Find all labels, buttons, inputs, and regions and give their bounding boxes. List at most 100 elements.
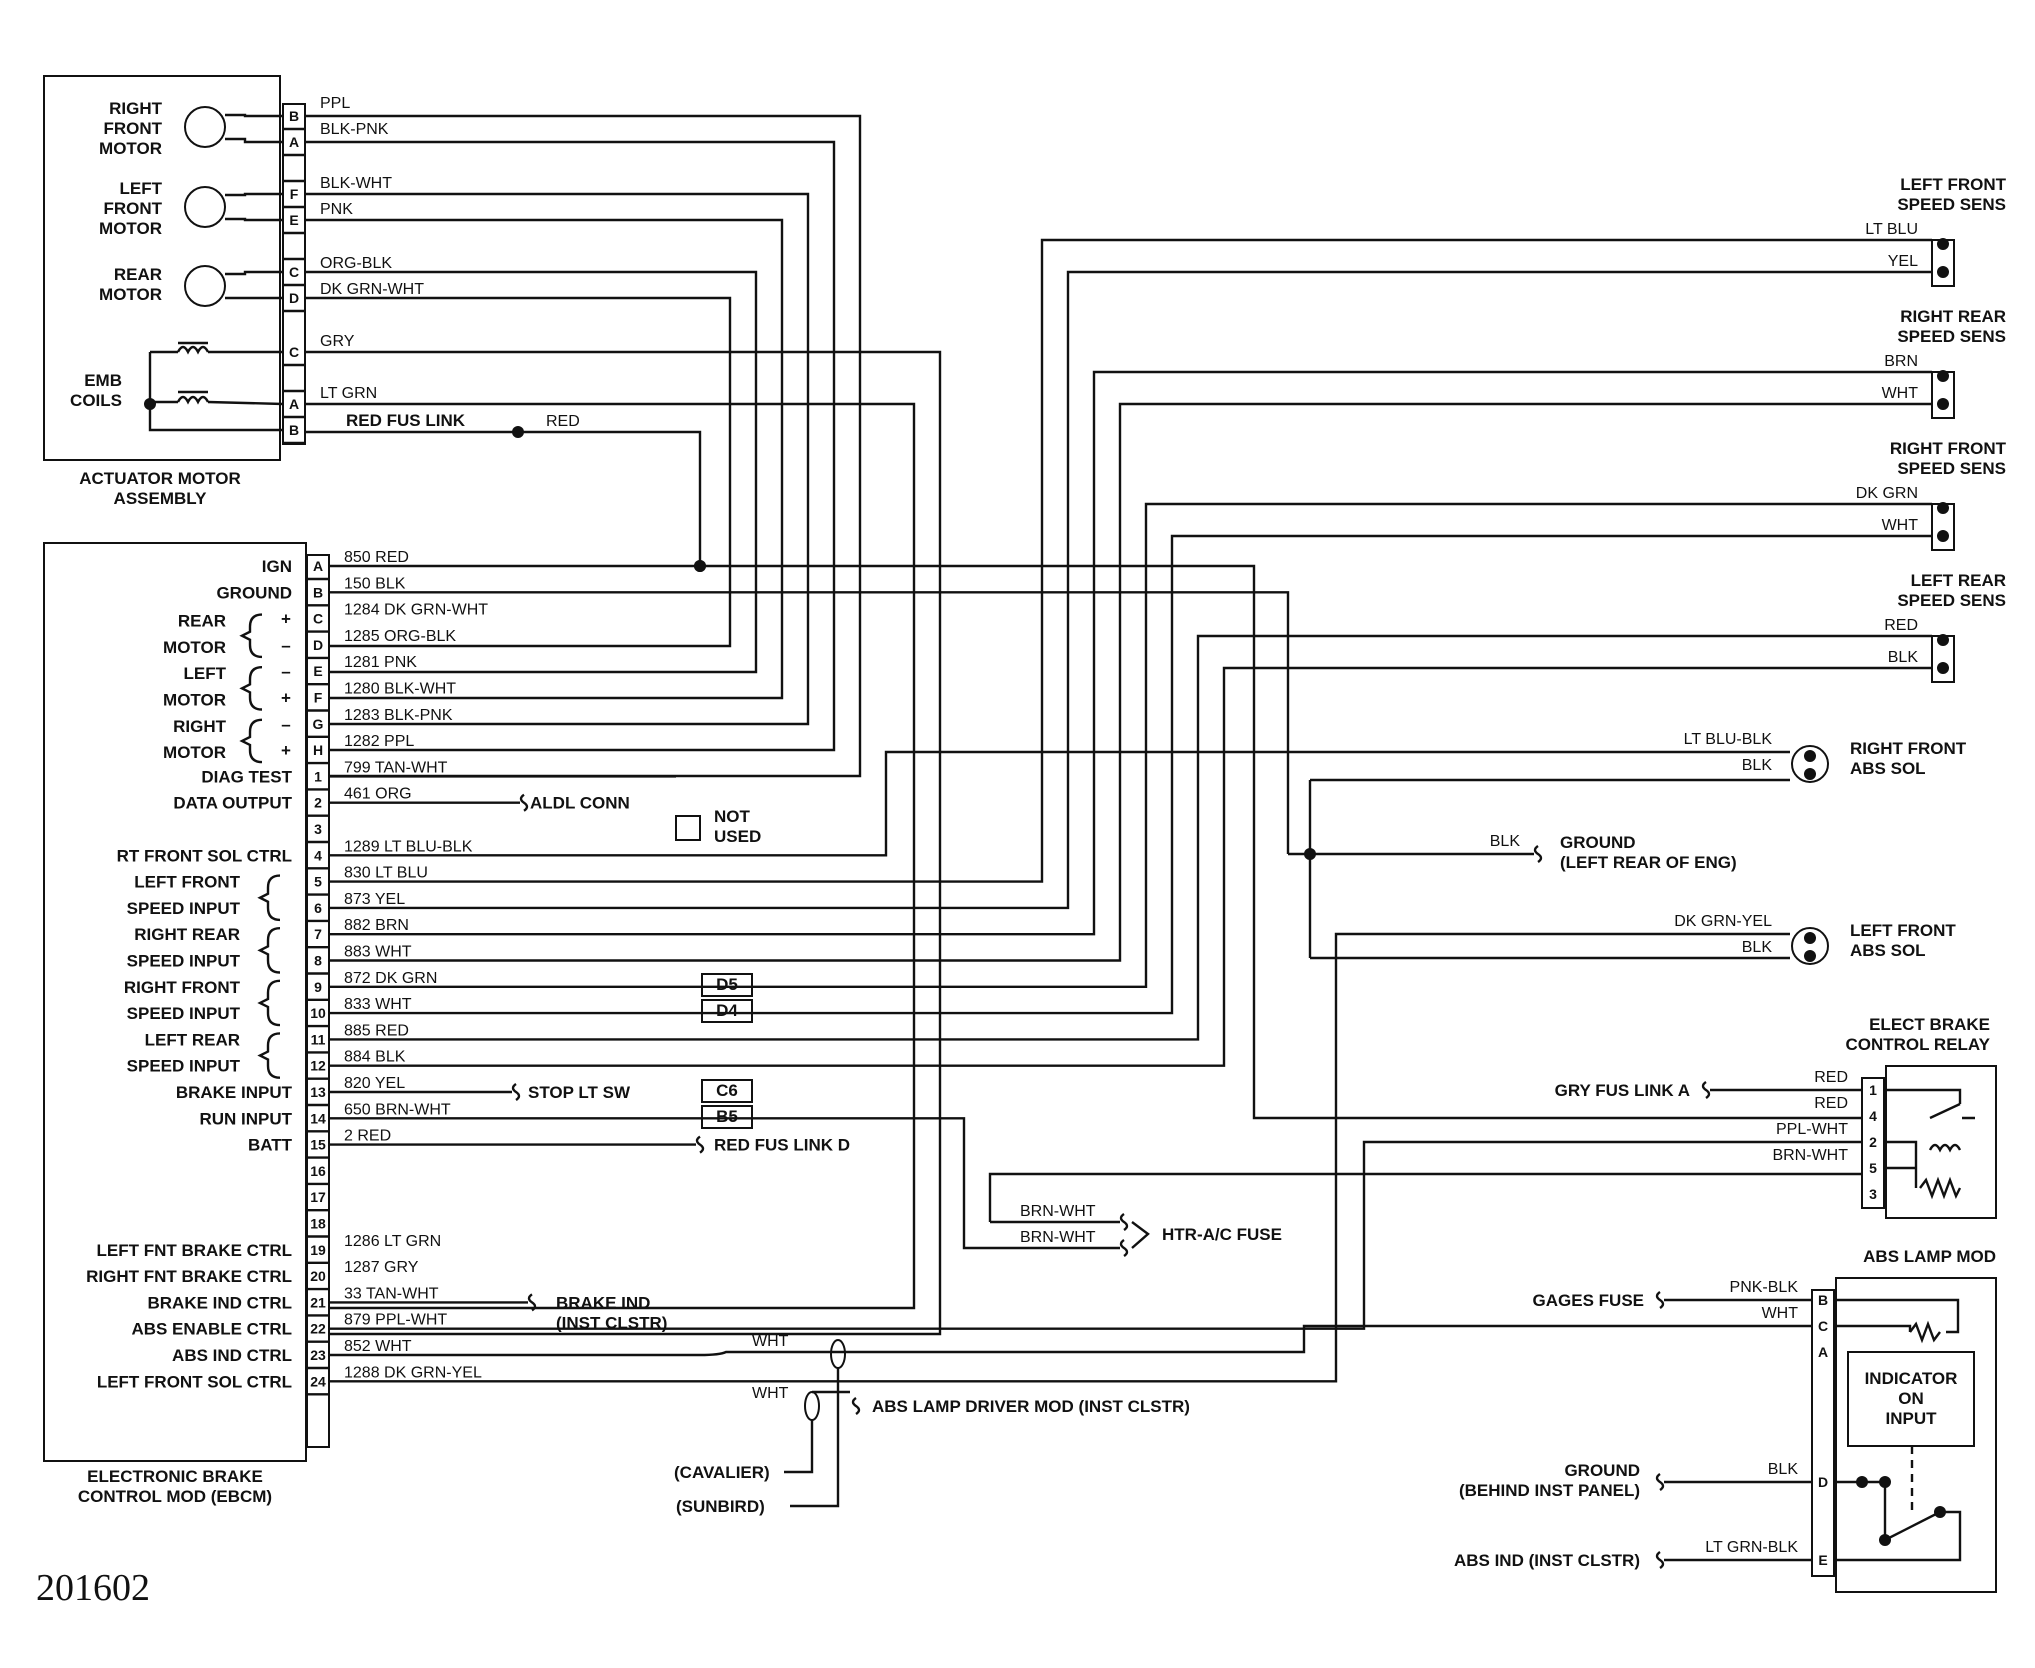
polarity-sign: + xyxy=(281,689,291,708)
junction-dot xyxy=(1879,1476,1891,1488)
ebcm-pin: F xyxy=(314,690,323,706)
polarity-sign: – xyxy=(281,636,290,655)
relay-pin: 4 xyxy=(1869,1108,1877,1124)
labels: RIGHTFRONTMOTORLEFTFRONTMOTORREARMOTOREM… xyxy=(70,95,2007,1570)
rear-motor-icon xyxy=(184,265,226,307)
diode-label: C6 xyxy=(716,1081,738,1100)
ebcm-label: BRAKE INPUT xyxy=(176,1083,293,1102)
brace xyxy=(239,613,263,659)
relay-internal xyxy=(1884,1140,1918,1188)
connector-symbol xyxy=(851,1397,861,1415)
emb-coil-icon xyxy=(176,341,210,405)
coil-lead xyxy=(148,352,283,432)
actuator-title: ACTUATOR MOTOR xyxy=(79,469,241,488)
sensor-wire-color: YEL xyxy=(1888,253,1918,270)
elect-brake-control-relay xyxy=(1861,1065,1997,1219)
lamp-internal xyxy=(1834,1298,1960,1334)
ebcm-pin: 18 xyxy=(310,1216,326,1232)
sol-wire-color: LT BLU-BLK xyxy=(1684,731,1773,748)
ebcm-label: BATT xyxy=(248,1136,293,1155)
ebcm-label: SPEED INPUT xyxy=(127,899,241,918)
ebcm-wire-color: 1282 PPL xyxy=(344,733,414,750)
gry-fus-link-a-label: GRY FUS LINK A xyxy=(1555,1081,1690,1100)
ebcm-label: MOTOR xyxy=(163,638,226,657)
abs-ind-label: ABS IND (INST CLSTR) xyxy=(1454,1551,1640,1570)
wht-label: WHT xyxy=(752,1333,789,1350)
not-used-label: USED xyxy=(714,827,761,846)
splice-ovals xyxy=(804,1339,846,1421)
lamp-pin: D xyxy=(1818,1474,1828,1490)
sol-wire-color: BLK xyxy=(1742,939,1773,956)
wire-speed-sensor xyxy=(329,270,1932,910)
actuator-pin: C xyxy=(289,344,299,360)
ebcm-label: RIGHT FNT BRAKE CTRL xyxy=(86,1267,292,1286)
speed-sensor-label: SPEED SENS xyxy=(1897,327,2006,346)
wire-blk-pnk xyxy=(305,140,836,752)
ebcm-pin: 14 xyxy=(310,1110,326,1126)
junction-dot xyxy=(694,560,706,572)
ebcm-title: CONTROL MOD (EBCM) xyxy=(78,1487,272,1506)
lamp-internal xyxy=(1834,1324,1912,1332)
ebcm-wire-color: 2 RED xyxy=(344,1128,391,1145)
ground-eng-label: GROUND xyxy=(1560,833,1636,852)
actuator-pin: D xyxy=(289,290,299,306)
ebcm-pin: 12 xyxy=(310,1058,326,1074)
ebcm-wire-color: 885 RED xyxy=(344,1022,409,1039)
cavalier-label: (CAVALIER) xyxy=(674,1463,770,1482)
ebcm-pin: D xyxy=(313,637,323,653)
junction-dot xyxy=(144,398,156,410)
ebcm-wire-color: 1283 BLK-PNK xyxy=(344,707,453,724)
indicator-label: INPUT xyxy=(1886,1409,1938,1428)
ebcm-title: ELECTRONIC BRAKE xyxy=(87,1467,263,1486)
ebcm-label: MOTOR xyxy=(163,743,226,762)
wire-color: PNK xyxy=(320,201,353,218)
left-front-abs-sol-icon xyxy=(1791,927,1829,965)
lamp-internal xyxy=(1834,1480,1887,1540)
ebcm-wire-color: 1287 GRY xyxy=(344,1259,419,1276)
wire-brn-wht-run xyxy=(329,1117,1120,1250)
abs-sol-label: LEFT FRONT xyxy=(1850,921,1956,940)
lamp-wire-color: WHT xyxy=(1762,1305,1799,1322)
wire-color: RED FUS LINK xyxy=(346,411,466,430)
wire-speed-sensor xyxy=(329,370,1932,936)
left-front-motor-label: FRONT xyxy=(103,199,162,218)
ebcm-pin: 24 xyxy=(310,1373,326,1389)
ebcm-wire-color: 883 WHT xyxy=(344,944,412,961)
ebcm-pin: 7 xyxy=(314,926,322,942)
aldl-label: ALDL CONN xyxy=(530,794,630,813)
ground-inst-label: (BEHIND INST PANEL) xyxy=(1459,1481,1640,1500)
actuator-pin: C xyxy=(289,264,299,280)
relay-wire-color: RED xyxy=(1814,1069,1848,1086)
ebcm-label: RIGHT REAR xyxy=(134,925,240,944)
wire-lt-blu-blk xyxy=(329,750,1790,857)
ebcm-wire-color: 33 TAN-WHT xyxy=(344,1285,439,1302)
gages-fuse-label: GAGES FUSE xyxy=(1533,1291,1644,1310)
ebcm-pin: 5 xyxy=(314,874,322,890)
ebcm-label: LEFT FRONT xyxy=(134,873,240,892)
diode-label: B5 xyxy=(716,1107,738,1126)
junction-dot xyxy=(1937,398,1949,410)
sol-wire-color: DK GRN-YEL xyxy=(1674,913,1772,930)
ebcm-label: BRAKE IND CTRL xyxy=(148,1293,293,1312)
ebcm-pin: 21 xyxy=(310,1294,326,1310)
ebcm-pin: 6 xyxy=(314,900,322,916)
relay-pin: 1 xyxy=(1869,1082,1877,1098)
left-front-motor-label: MOTOR xyxy=(99,219,162,238)
ebcm-pin: 22 xyxy=(310,1321,326,1337)
wire-color: RED xyxy=(546,413,580,430)
ebcm-label: LEFT FNT BRAKE CTRL xyxy=(97,1241,292,1260)
speed-sensor-label: LEFT REAR xyxy=(1911,571,2006,590)
ebcm-wire-color: 882 BRN xyxy=(344,917,409,934)
polarity-sign: – xyxy=(281,662,290,681)
ebcm-label: RUN INPUT xyxy=(199,1109,292,1128)
ground-wire-color: BLK xyxy=(1490,833,1521,850)
ebcm-label: GROUND xyxy=(216,583,292,602)
sensor-wire-color: LT BLU xyxy=(1865,221,1918,238)
relay-pin: 5 xyxy=(1869,1160,1877,1176)
sensor-wire-color: WHT xyxy=(1882,385,1919,402)
wire-brn-wht xyxy=(988,1172,1862,1222)
abs-sol-label: ABS SOL xyxy=(1850,941,1926,960)
abs-sol-label: RIGHT FRONT xyxy=(1850,739,1967,758)
ebcm-label: ABS IND CTRL xyxy=(172,1346,292,1365)
ebcm-pin: 16 xyxy=(310,1163,326,1179)
